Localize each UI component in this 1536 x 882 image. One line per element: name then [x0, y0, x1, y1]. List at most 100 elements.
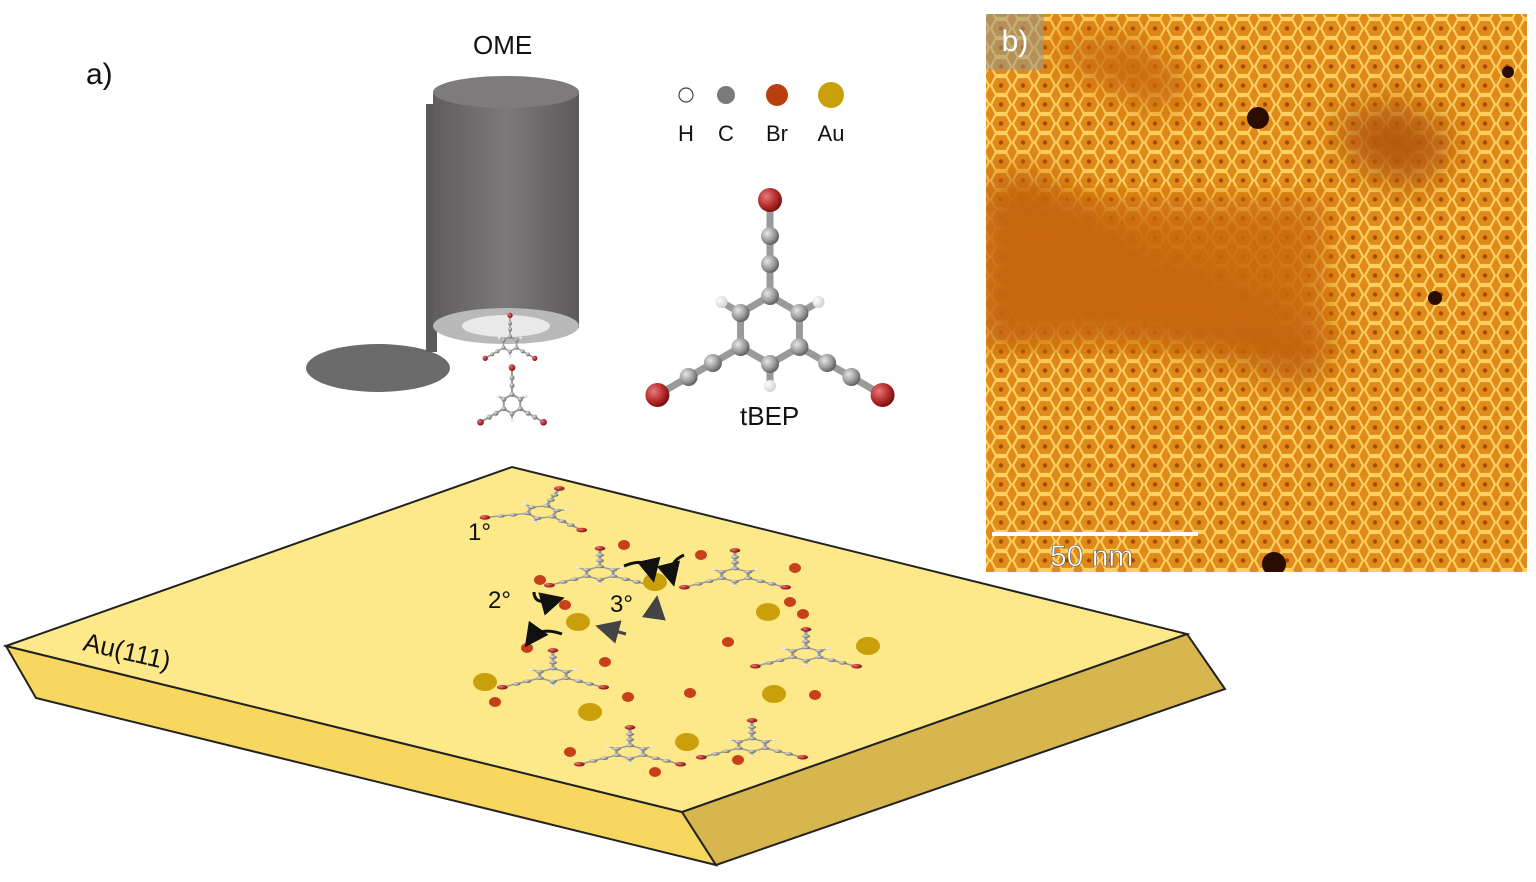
au-adatom	[856, 637, 880, 655]
surface-molecule-atom-c	[705, 579, 714, 583]
ome-label: OME	[473, 30, 532, 60]
surface-molecule-atom-c	[625, 756, 635, 761]
stm-defect-4	[1428, 291, 1442, 305]
tbep-molecule-model	[645, 188, 895, 407]
evap-molecule-atom-h	[496, 394, 501, 398]
surface-molecule-intact-atom-h	[531, 520, 538, 524]
br-adatom	[489, 697, 501, 707]
ome-crucible-opening	[462, 315, 550, 337]
step-1-label: 1°	[468, 519, 491, 546]
surface-molecule-atom-c	[801, 658, 811, 663]
evap-molecule-atom-c	[495, 349, 500, 354]
tbep-atom-c	[703, 354, 722, 372]
surface-molecule-atom-c	[801, 645, 811, 650]
surface-molecule-atom-c	[747, 749, 757, 754]
surface-molecule-atom-h	[597, 582, 603, 585]
br-adatom	[789, 563, 801, 573]
br-adatom	[559, 600, 571, 610]
surface-molecule-atom-c	[570, 577, 579, 581]
surface-molecule-atom-h	[803, 663, 809, 666]
surface-molecule-atom-c	[694, 582, 703, 586]
surface-molecule-atom-br	[780, 585, 792, 590]
legend-swatch-h	[678, 87, 694, 103]
evap-molecule-atom-br	[507, 312, 513, 319]
surface-molecule-atom-br	[547, 648, 559, 653]
surface-molecule	[749, 627, 863, 669]
surface-molecule-intact-atom-h	[522, 503, 528, 506]
evap-molecule-atom-h	[519, 336, 523, 340]
tbep-atom-br	[645, 383, 670, 407]
evap-molecule-atom-c	[501, 396, 507, 402]
surface-molecule-atom-c	[765, 661, 774, 665]
surface-molecule-atom-c	[761, 740, 770, 744]
surface-molecule-intact-atom-c	[523, 511, 532, 516]
surface-molecule-intact-atom-c	[508, 513, 518, 517]
surface-molecule-atom-br	[851, 664, 863, 669]
surface-molecule-atom-br	[598, 685, 610, 690]
surface-molecule-intact-atom-c	[546, 498, 555, 502]
surface-molecule-atom-c	[722, 749, 731, 753]
evap-molecule-atom-c	[509, 411, 515, 417]
br-adatom	[732, 755, 744, 765]
surface-molecule-atom-c	[548, 679, 558, 684]
evap-molecule-atom-c	[508, 349, 512, 354]
surface-molecule-atom-h	[528, 668, 534, 671]
evap-molecule-atom-c	[525, 410, 531, 416]
evap-molecule-atom-br	[532, 355, 538, 361]
surface-molecule-atom-c	[639, 753, 648, 757]
surface-molecule-atom-c	[744, 576, 753, 580]
surface-molecule-intact-atom-h	[563, 508, 570, 511]
au-adatom	[578, 703, 602, 721]
surface-molecule-atom-h	[825, 647, 831, 650]
tbep-atom-h	[764, 380, 776, 392]
surface-molecule-atom-c	[612, 753, 621, 757]
curved-arrow-3	[532, 591, 565, 616]
evap-molecule-atom-c	[501, 406, 507, 412]
evap-molecule-atom-h	[523, 394, 528, 398]
au-adatom	[566, 613, 590, 631]
ome-cylinder-top	[433, 76, 579, 108]
surface-network	[473, 486, 880, 777]
surface-molecule-atom-c	[815, 655, 824, 659]
surface-molecule-atom-c	[589, 759, 598, 763]
surface-molecule-intact-atom-c	[550, 493, 559, 497]
surface-molecule-atom-c	[761, 746, 770, 750]
surface-molecule-atom-c	[523, 679, 532, 683]
surface-molecule-atom-c	[595, 558, 605, 563]
surface-molecule-atom-c	[730, 560, 740, 565]
surface-molecule-atom-c	[730, 555, 740, 559]
ome-shadow	[306, 344, 450, 392]
surface-molecule-atom-h	[749, 754, 755, 757]
surface-molecule-atom-c	[747, 736, 757, 741]
br-adatom	[599, 657, 611, 667]
tbep-atom-c	[818, 354, 837, 372]
straight-arrows	[595, 595, 666, 644]
surface-molecule-atom-c	[717, 570, 726, 574]
surface-molecule-atom-c	[734, 740, 743, 744]
surface-molecule-atom-c	[788, 655, 797, 659]
evap-molecule-atom-c	[490, 352, 495, 357]
surface-molecule-intact-atom-br	[553, 486, 565, 491]
surface-molecule-atom-h	[710, 568, 716, 571]
surface-molecule-atom-c	[767, 582, 776, 586]
tbep-atom-c	[761, 355, 779, 373]
evap-molecule-atom-c	[508, 327, 512, 332]
surface-molecule-atom-c	[535, 670, 544, 674]
step-2-label: 2°	[488, 587, 511, 614]
evaporating-molecules	[477, 312, 547, 426]
surface-molecule-intact-atom-c	[558, 519, 567, 523]
surface-molecule-atom-br	[797, 755, 809, 760]
surface-molecule	[695, 718, 809, 760]
legend-label-au: Au	[818, 121, 845, 146]
surface-molecule-atom-c	[773, 749, 782, 753]
br-adatom	[564, 747, 576, 757]
stm-terrace-flat	[986, 200, 1326, 340]
evap-molecule-atom-c	[501, 338, 506, 343]
reaction-arrows	[524, 553, 685, 648]
br-adatom	[809, 690, 821, 700]
tbep-atom-h	[812, 296, 825, 308]
tbep-atom-c	[761, 287, 779, 305]
au-adatom	[473, 673, 497, 691]
br-adatom	[784, 597, 796, 607]
